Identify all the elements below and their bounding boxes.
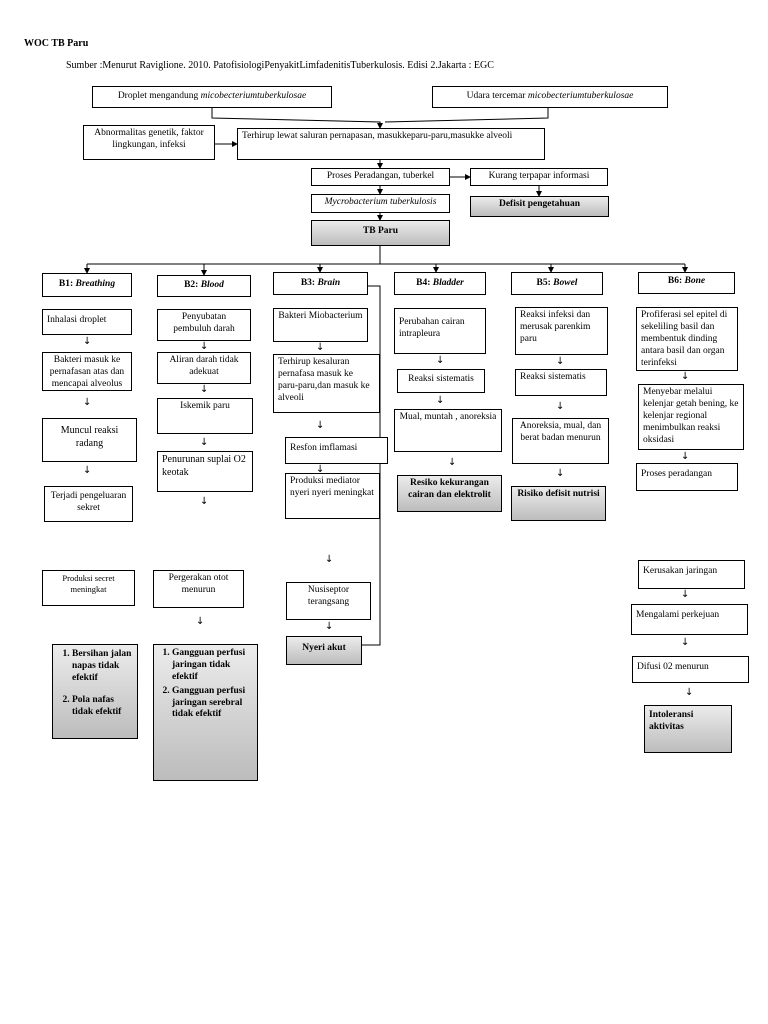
b3-terhirup-box: Terhirup kesaluran pernafasa masuk ke pa… bbox=[273, 354, 380, 413]
defisit-pengetahuan-box: Defisit pengetahuan bbox=[470, 196, 609, 217]
arrow-down-icon: ↓ bbox=[556, 468, 565, 479]
b1-diagnosa-1: Bersihan jalan napas tidak efektif bbox=[72, 649, 132, 685]
b3-brain-header: B3: Brain bbox=[273, 272, 368, 295]
arrow-down-icon: ↓ bbox=[83, 397, 92, 408]
arrow-down-icon: ↓ bbox=[685, 687, 694, 698]
b4-mual-box: Mual, muntah , anoreksia bbox=[394, 409, 502, 452]
b4-perubahan-cairan-box: Perubahan cairan intrapleura bbox=[394, 308, 486, 354]
b5-reaksi-infeksi-box: Reaksi infeksi dan merusak parenkim paru bbox=[515, 307, 608, 355]
arrow-down-icon: ↓ bbox=[316, 464, 325, 475]
arrow-down-icon: ↓ bbox=[325, 621, 334, 632]
b3-nusiseptor-box: Nusiseptor terangsang bbox=[286, 582, 371, 620]
b6-difusi-box: Difusi 02 menurun bbox=[632, 656, 749, 683]
b4-resiko-kekurangan-box: Resiko kekurangan cairan dan elektrolit bbox=[397, 475, 502, 512]
arrow-down-icon: ↓ bbox=[200, 496, 209, 507]
arrow-down-icon: ↓ bbox=[681, 589, 690, 600]
arrow-down-icon: ↓ bbox=[681, 451, 690, 462]
b2-aliran-darah-box: Aliran darah tidak adekuat bbox=[157, 352, 251, 384]
b2-diagnosa-box: Gangguan perfusi jaringan tidak efektif … bbox=[153, 644, 258, 781]
arrow-down-icon: ↓ bbox=[83, 465, 92, 476]
b5-bowel-header: B5: Bowel bbox=[511, 272, 603, 295]
b5-risiko-defisit-nutrisi-box: Risiko defisit nutrisi bbox=[511, 486, 606, 521]
b3-bakteri-box: Bakteri Miobacterium bbox=[273, 308, 368, 342]
page-title: WOC TB Paru bbox=[24, 38, 89, 49]
mycobacterium-box: Mycrobacterium tuberkulosis bbox=[311, 194, 450, 213]
b6-proses-peradangan-box: Proses peradangan bbox=[636, 463, 738, 491]
b2-iskemik-box: Iskemik paru bbox=[157, 398, 253, 434]
b6-profiferasi-box: Profiferasi sel epitel di sekeliling bas… bbox=[636, 307, 738, 371]
b1-bakteri-box: Bakteri masuk ke pernafasan atas dan men… bbox=[42, 352, 132, 391]
b1-diagnosa-2: Pola nafas tidak efektif bbox=[72, 695, 132, 719]
arrow-down-icon: ↓ bbox=[681, 371, 690, 382]
proses-peradangan-box: Proses Peradangan, tuberkel bbox=[311, 168, 450, 186]
arrow-down-icon: ↓ bbox=[196, 616, 205, 627]
b6-kerusakan-jaringan-box: Kerusakan jaringan bbox=[638, 560, 745, 589]
b1-diagnosa-box: Bersihan jalan napas tidak efektif Pola … bbox=[52, 644, 138, 739]
arrow-down-icon: ↓ bbox=[200, 341, 209, 352]
abnormalitas-box: Abnormalitas genetik, faktor lingkungan,… bbox=[83, 125, 215, 160]
b2-penyubatan-box: Penyubatan pembuluh darah bbox=[157, 309, 251, 341]
arrow-down-icon: ↓ bbox=[448, 457, 457, 468]
b6-bone-header: B6: Bone bbox=[638, 272, 735, 294]
b1-inhalasi-box: Inhalasi droplet bbox=[42, 309, 132, 335]
b5-anoreksia-box: Anoreksia, mual, dan berat badan menurun bbox=[512, 418, 609, 464]
b2-diagnosa-2: Gangguan perfusi jaringan serebral tidak… bbox=[172, 686, 253, 722]
b2-diagnosa-1: Gangguan perfusi jaringan tidak efektif bbox=[172, 648, 253, 684]
terhirup-box: Terhirup lewat saluran pernapasan, masuk… bbox=[237, 128, 545, 160]
arrow-down-icon: ↓ bbox=[556, 356, 565, 367]
b1-sekret-box: Terjadi pengeluaran sekret bbox=[44, 486, 133, 522]
b3-resfon-box: Resfon imflamasi bbox=[285, 437, 388, 464]
b2-pergerakan-otot-box: Pergerakan otot menurun bbox=[153, 570, 244, 608]
tb-paru-box: TB Paru bbox=[311, 220, 450, 246]
b6-perkejuan-box: Mengalami perkejuan bbox=[631, 604, 748, 635]
arrow-down-icon: ↓ bbox=[200, 384, 209, 395]
arrow-down-icon: ↓ bbox=[556, 401, 565, 412]
b3-produksi-mediator-box: Produksi mediator nyeri nyeri meningkat bbox=[285, 473, 380, 519]
b5-reaksi-sistematis-box: Reaksi sistematis bbox=[515, 369, 607, 396]
b1-produksi-secret-box: Produksi secret meningkat bbox=[42, 570, 135, 606]
droplet-box: Droplet mengandung micobecteriumtuberkul… bbox=[92, 86, 332, 108]
arrow-down-icon: ↓ bbox=[200, 437, 209, 448]
arrow-down-icon: ↓ bbox=[316, 342, 325, 353]
arrow-down-icon: ↓ bbox=[325, 554, 334, 565]
udara-box: Udara tercemar micobecteriumtuberkulosae bbox=[432, 86, 668, 108]
b2-blood-header: B2: Blood bbox=[157, 275, 251, 297]
arrow-down-icon: ↓ bbox=[316, 420, 325, 431]
b1-radang-box: Muncul reaksi radang bbox=[42, 418, 137, 462]
kurang-informasi-box: Kurang terpapar informasi bbox=[470, 168, 608, 186]
arrow-down-icon: ↓ bbox=[436, 355, 445, 366]
b6-menyebar-box: Menyebar melalui kelenjar getah bening, … bbox=[638, 384, 744, 450]
b2-penurunan-suplai-box: Penurunan suplai O2 keotak bbox=[157, 451, 253, 492]
b3-nyeri-akut-box: Nyeri akut bbox=[286, 636, 362, 665]
b4-reaksi-sistematis-box: Reaksi sistematis bbox=[397, 369, 485, 393]
arrow-down-icon: ↓ bbox=[83, 336, 92, 347]
arrow-down-icon: ↓ bbox=[681, 637, 690, 648]
b1-breathing-header: B1: Breathing bbox=[42, 273, 132, 297]
arrow-down-icon: ↓ bbox=[436, 395, 445, 406]
source-citation: Sumber :Menurut Raviglione. 2010. Patofi… bbox=[66, 60, 494, 71]
b6-intoleransi-aktivitas-box: Intoleransi aktivitas bbox=[644, 705, 732, 753]
b4-bladder-header: B4: Bladder bbox=[394, 272, 486, 295]
